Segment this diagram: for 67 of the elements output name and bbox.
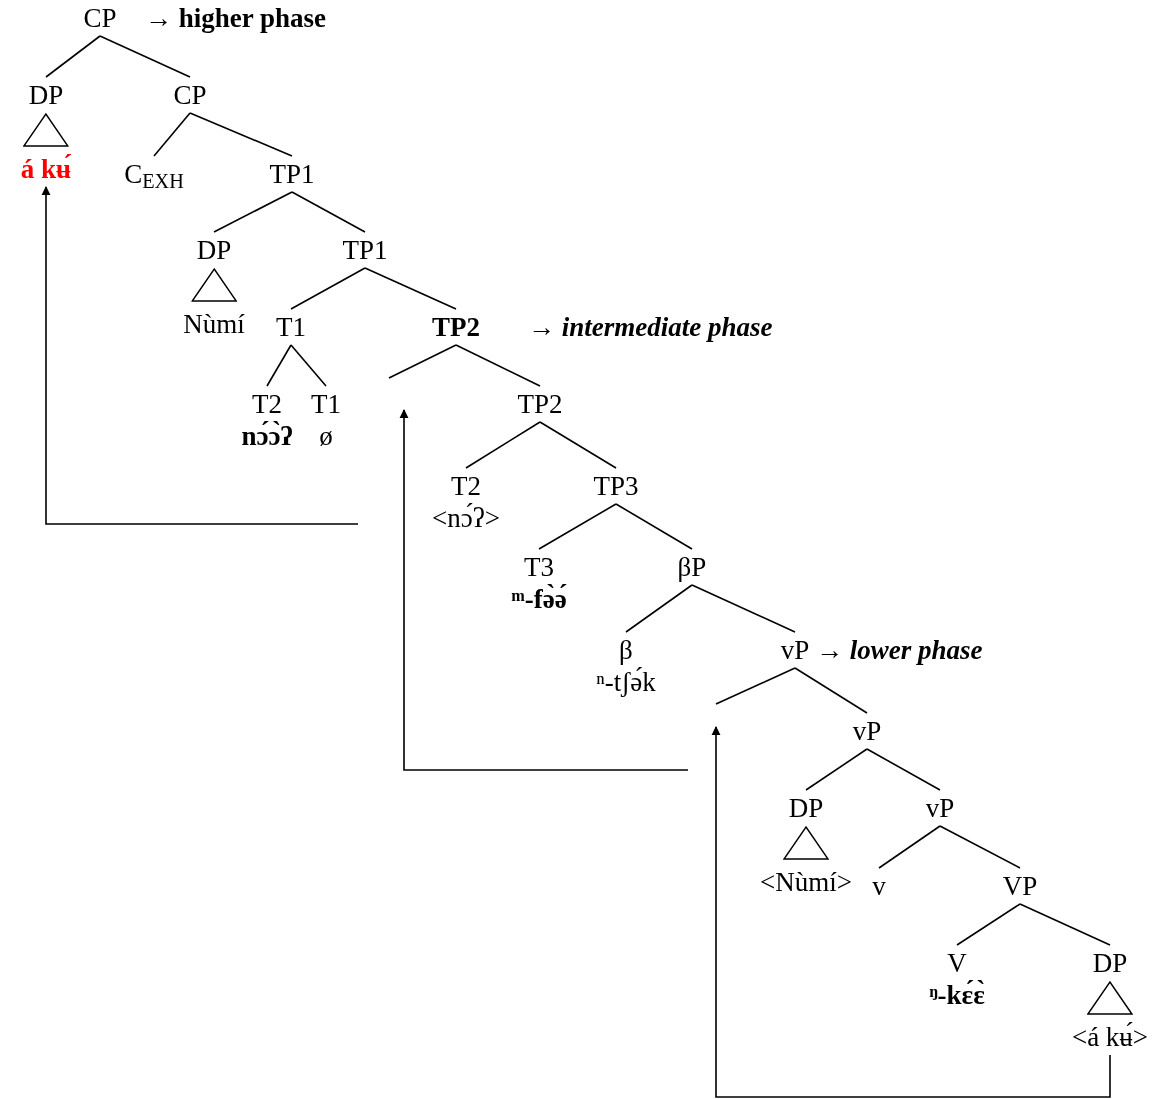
word-label: ⁿ-tʃə́k — [596, 666, 656, 698]
category-label: TP1 — [269, 158, 315, 190]
category-label: T1 — [311, 388, 341, 420]
category-label: β — [619, 634, 633, 666]
word-label: ø — [319, 420, 333, 452]
category-label: vP — [780, 634, 810, 666]
branch-line — [290, 267, 366, 310]
branch-line — [290, 344, 327, 387]
word-label: Nùmí — [183, 308, 245, 340]
branch-line — [866, 748, 941, 791]
category-label: V — [947, 947, 967, 979]
category-label: TP2 — [517, 388, 563, 420]
movement-arrow — [711, 726, 1111, 1098]
branch-line — [1019, 903, 1111, 946]
branch-line — [266, 344, 292, 387]
branch-line — [691, 584, 796, 633]
category-label: TP2 — [432, 311, 480, 343]
category-label: TP1 — [342, 234, 388, 266]
branch-line — [465, 421, 541, 469]
word-label: nɔ́ɔ̀ʔ — [241, 420, 293, 452]
phase-note: → intermediate phase — [528, 311, 773, 343]
category-label: vP — [852, 715, 882, 747]
branch-line — [455, 344, 541, 387]
branch-line — [291, 191, 366, 233]
category-label: TP3 — [593, 470, 639, 502]
category-label: T3 — [524, 551, 554, 583]
movement-arrow — [41, 186, 359, 525]
category-label: T2 — [451, 470, 481, 502]
branch-line — [189, 112, 293, 157]
branch-line — [99, 35, 191, 78]
branch-line — [615, 503, 693, 550]
branch-line — [939, 825, 1021, 869]
branch-line — [794, 667, 868, 714]
word-label: á kʉ́ — [20, 153, 72, 185]
word-label: <á kʉ́> — [1071, 1021, 1149, 1053]
category-label: T2 — [252, 388, 282, 420]
branch-line — [153, 112, 191, 157]
category-label: DP — [28, 79, 64, 111]
category-label: DP — [196, 234, 232, 266]
category-label: T1 — [276, 311, 306, 343]
branch-line — [805, 748, 868, 791]
category-label: DP — [788, 792, 824, 824]
branch-line — [715, 667, 796, 705]
word-label: ᵐ-fə̀ə́ — [511, 583, 567, 615]
category-label: vP — [925, 792, 955, 824]
movement-arrow — [399, 409, 689, 771]
branch-line — [45, 35, 101, 78]
category-label: C$_{EXH}$ — [124, 158, 184, 190]
word-label: <Nùmí> — [760, 866, 852, 898]
branch-line — [956, 903, 1021, 946]
branch-line — [213, 191, 293, 233]
word-label: ᵑ-kɛ́ɛ̀ — [929, 979, 985, 1011]
branch-line — [625, 584, 693, 633]
category-label: CP — [83, 2, 117, 34]
category-label: v — [872, 870, 886, 902]
category-label: CP — [173, 79, 207, 111]
branch-line — [878, 825, 941, 869]
branch-line — [539, 421, 617, 469]
phase-note: → higher phase — [145, 2, 327, 34]
branch-line — [538, 503, 617, 550]
branch-line — [364, 267, 457, 310]
category-label: βP — [677, 551, 707, 583]
category-label: VP — [1002, 870, 1038, 902]
branch-line — [388, 344, 457, 379]
category-label: DP — [1092, 947, 1128, 979]
phase-note: → lower phase — [816, 634, 983, 666]
word-label: <nɔ́ʔ> — [432, 502, 500, 534]
